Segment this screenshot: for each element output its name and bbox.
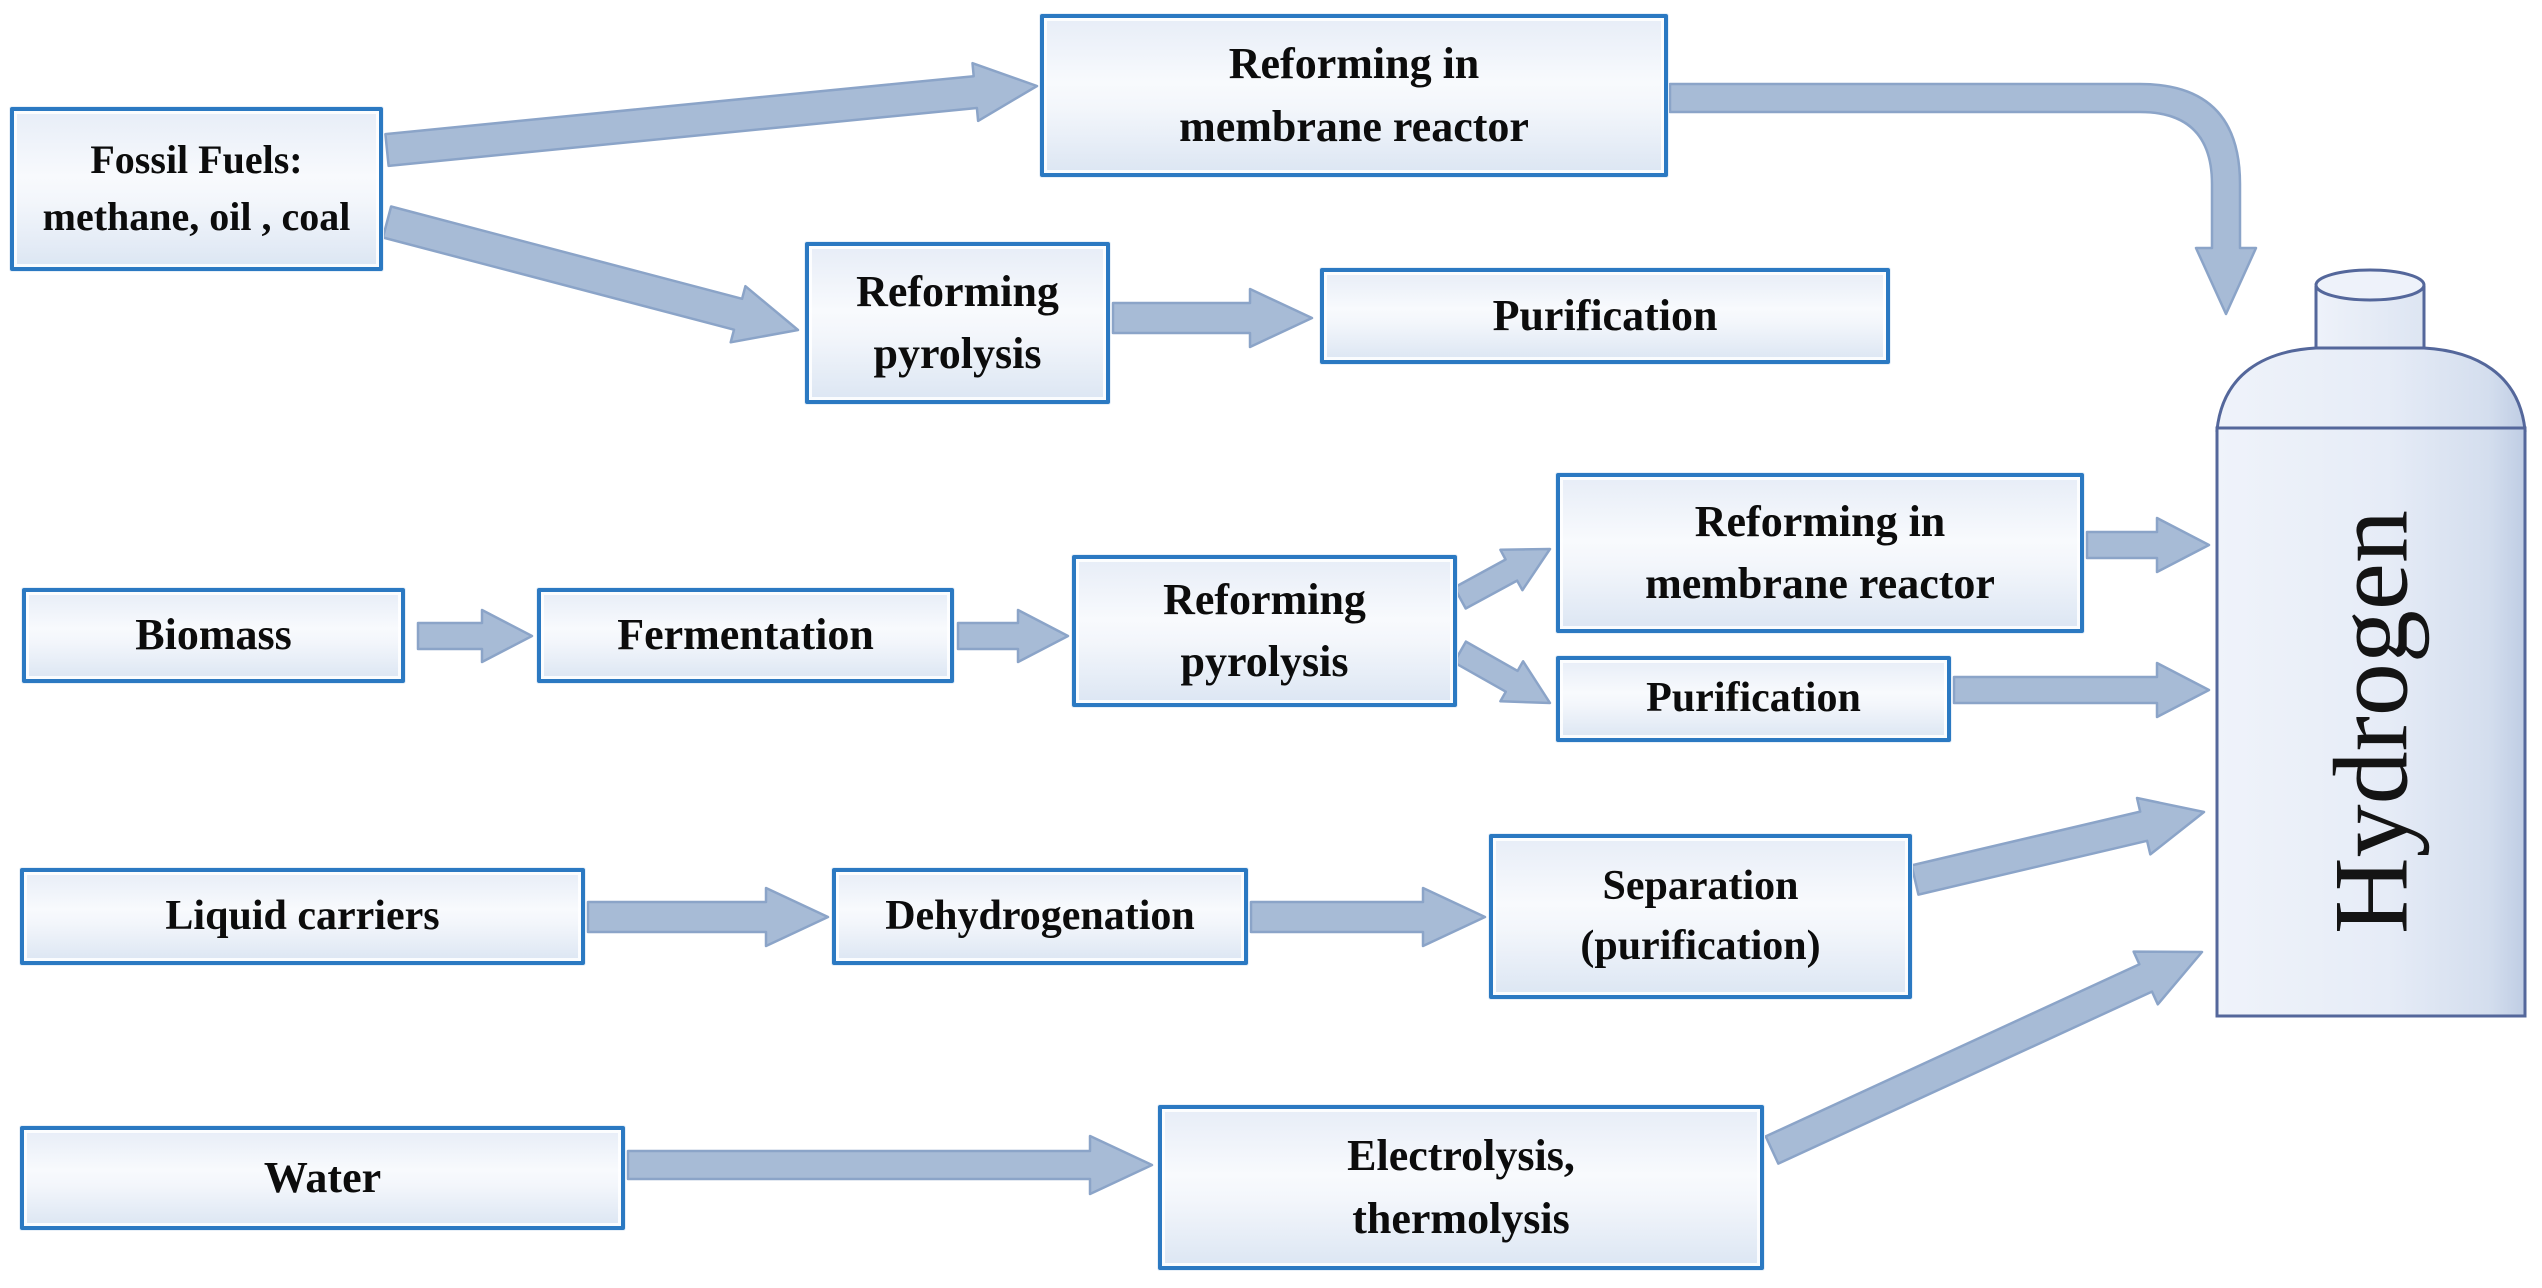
node-label: membrane reactor bbox=[1645, 559, 1995, 608]
node-reforming-pyrolysis-2: Reforming pyrolysis bbox=[1072, 555, 1457, 707]
arrow-fermentation-to-pyrolysis2 bbox=[956, 608, 1070, 664]
node-label: Separation bbox=[1602, 862, 1799, 909]
arrow-water-to-electrolysis bbox=[626, 1134, 1154, 1196]
node-label: Biomass bbox=[135, 610, 292, 660]
node-label: Reforming bbox=[856, 266, 1059, 316]
node-label: Purification bbox=[1646, 675, 1861, 722]
node-electrolysis: Electrolysis, thermolysis bbox=[1158, 1105, 1764, 1270]
node-fermentation: Fermentation bbox=[537, 588, 954, 683]
node-label: Purification bbox=[1492, 290, 1718, 340]
node-label: Electrolysis, bbox=[1347, 1131, 1575, 1181]
arrow-pyrolysis1-to-purification1 bbox=[1111, 287, 1314, 349]
node-label: Fermentation bbox=[617, 610, 874, 660]
node-label: membrane reactor bbox=[1179, 101, 1529, 151]
node-label: Dehydrogenation bbox=[885, 892, 1195, 939]
hydrogen-bottle: Hydrogen bbox=[2215, 268, 2527, 1018]
node-fossil-fuels: Fossil Fuels: methane, oil , coal bbox=[10, 107, 383, 271]
arrow-fossil-to-pyrolysis1 bbox=[381, 205, 800, 344]
arrow-pyrolysis2-to-membrane2 bbox=[1453, 547, 1552, 610]
arrow-fossil-to-membrane1 bbox=[384, 61, 1039, 168]
arrow-separation-to-bottle bbox=[1910, 796, 2206, 896]
node-dehydrogenation: Dehydrogenation bbox=[832, 868, 1248, 965]
node-liquid-carriers: Liquid carriers bbox=[20, 868, 585, 965]
arrow-membrane1-to-bottle bbox=[1668, 82, 2258, 316]
bottle-neck-opening bbox=[2314, 268, 2426, 302]
node-label: Reforming in bbox=[1694, 496, 1946, 546]
node-separation: Separation (purification) bbox=[1489, 834, 1912, 999]
node-label: Water bbox=[263, 1152, 382, 1202]
node-label: Liquid carriers bbox=[165, 892, 440, 939]
node-label: Reforming bbox=[1163, 574, 1366, 624]
arrow-pyrolysis2-to-purification2 bbox=[1452, 640, 1552, 705]
bottle-body bbox=[2215, 426, 2527, 1018]
node-reforming-pyrolysis-1: Reforming pyrolysis bbox=[805, 242, 1110, 404]
node-label: methane, oil , coal bbox=[42, 194, 351, 239]
node-label: thermolysis bbox=[1352, 1193, 1570, 1243]
node-label: Reforming in bbox=[1228, 39, 1480, 89]
node-reforming-membrane-2: Reforming in membrane reactor bbox=[1556, 473, 2084, 633]
arrow-liquid-to-dehydrogenation bbox=[586, 886, 830, 948]
arrow-electrolysis-to-bottle bbox=[1764, 950, 2204, 1165]
bottle-shoulder bbox=[2215, 346, 2527, 432]
hydrogen-label: Hydrogen bbox=[2313, 510, 2430, 934]
arrow-purification2-to-bottle bbox=[1952, 661, 2211, 719]
node-reforming-membrane-1: Reforming in membrane reactor bbox=[1040, 14, 1668, 177]
node-water: Water bbox=[20, 1126, 625, 1230]
arrow-dehydro-to-separation bbox=[1249, 886, 1487, 948]
node-label: pyrolysis bbox=[1180, 637, 1349, 686]
node-purification-1: Purification bbox=[1320, 268, 1890, 364]
node-biomass: Biomass bbox=[22, 588, 405, 683]
node-label: pyrolysis bbox=[873, 329, 1042, 378]
arrow-membrane2-to-bottle bbox=[2085, 516, 2211, 574]
node-label: Fossil Fuels: bbox=[90, 137, 303, 183]
node-label: (purification) bbox=[1580, 922, 1821, 969]
arrow-layer bbox=[381, 61, 2211, 1196]
node-purification-2: Purification bbox=[1556, 656, 1951, 742]
arrow-biomass-to-fermentation bbox=[416, 608, 534, 664]
